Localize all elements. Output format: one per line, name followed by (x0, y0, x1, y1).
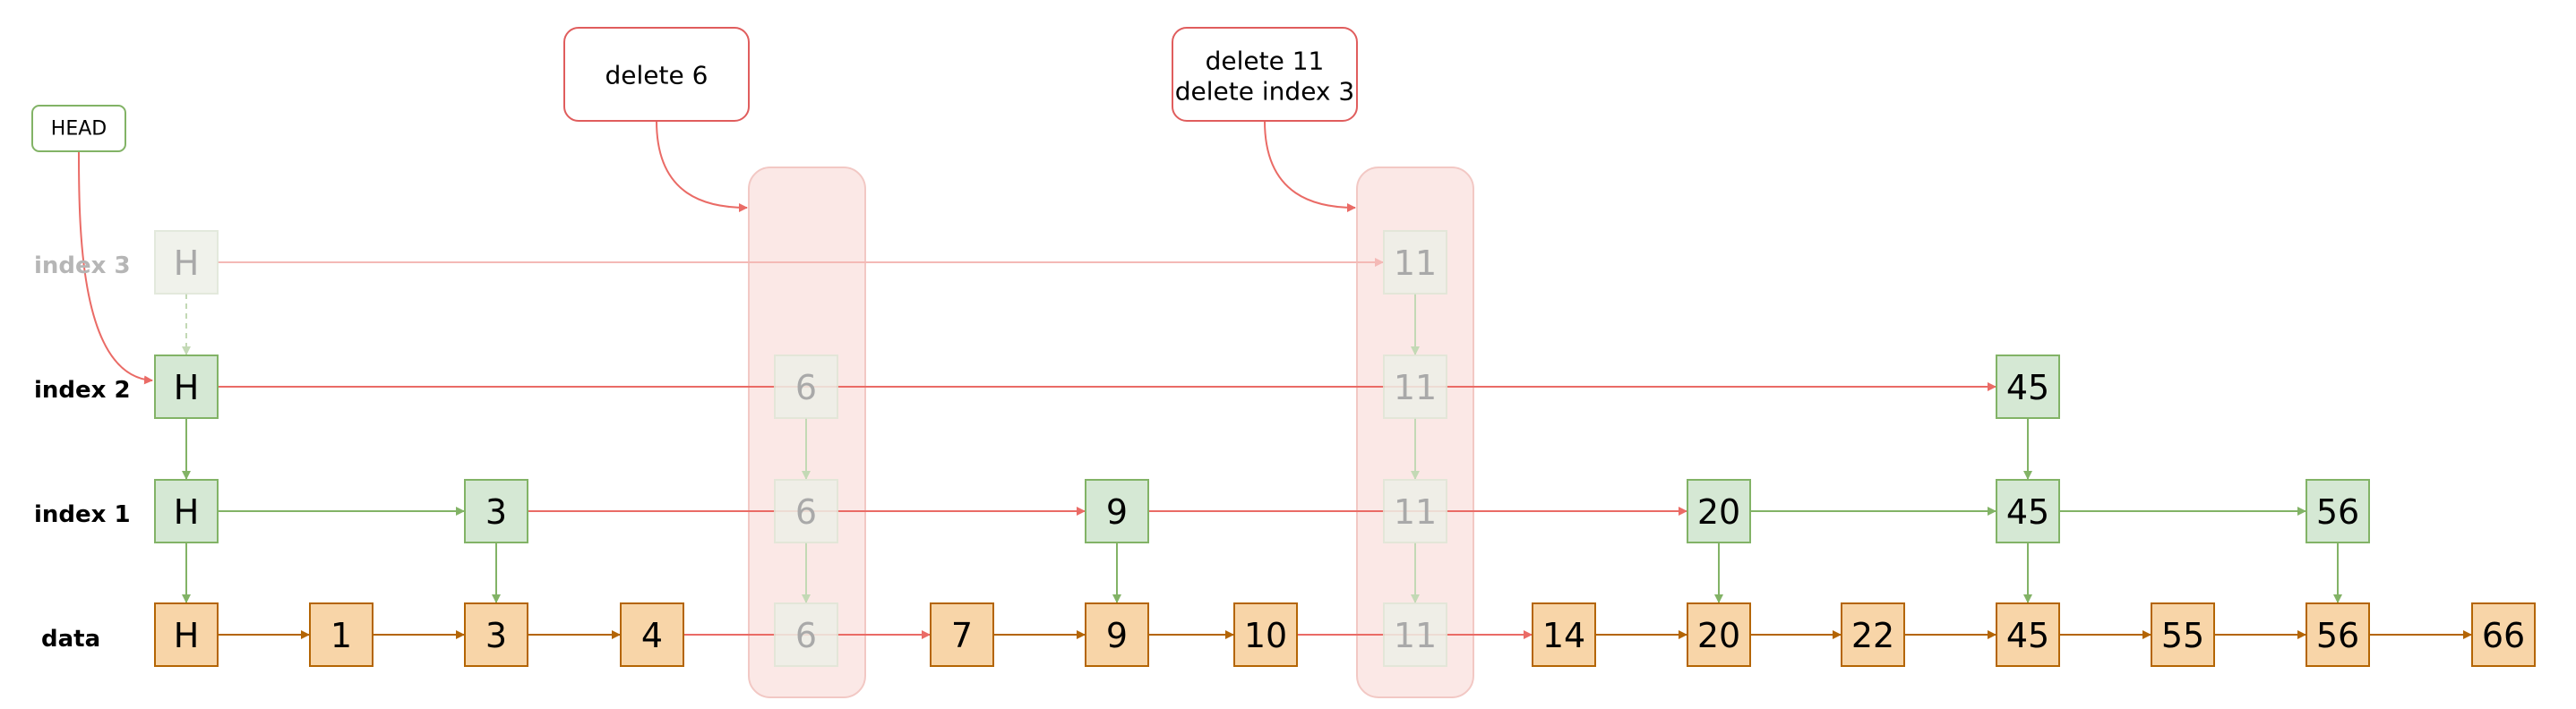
index1-node-11: 11 (1383, 479, 1447, 543)
data-node-6: 6 (774, 602, 838, 667)
callout-delete-6: delete 6 (563, 27, 750, 122)
index2-node-H: H (154, 354, 219, 419)
index1-node-9-value: 9 (1106, 492, 1128, 532)
data-node-22-value: 22 (1851, 616, 1894, 655)
index1-node-6-value: 6 (795, 492, 817, 532)
data-node-56-value: 56 (2316, 616, 2359, 655)
index1-node-3: 3 (464, 479, 528, 543)
data-node-9: 9 (1085, 602, 1149, 667)
data-node-55: 55 (2151, 602, 2215, 667)
index1-node-6: 6 (774, 479, 838, 543)
data-node-4-value: 4 (641, 616, 663, 655)
row-label-index-2: index 2 (34, 377, 131, 404)
index2-node-6-value: 6 (795, 368, 817, 407)
callout-delete-11-line-2: delete index 3 (1175, 77, 1354, 107)
index2-node-11-value: 11 (1394, 368, 1437, 407)
data-node-10: 10 (1233, 602, 1298, 667)
edges (78, 120, 2472, 639)
index2-node-11: 11 (1383, 354, 1447, 419)
index2-node-45-value: 45 (2006, 368, 2049, 407)
index1-node-45: 45 (1996, 479, 2060, 543)
callout-delete-11-line-1: delete 11 (1206, 47, 1325, 76)
index3-node-11: 11 (1383, 230, 1447, 295)
data-node-6-value: 6 (795, 616, 817, 655)
index2-node-H-value: H (174, 368, 200, 407)
data-node-20-value: 20 (1697, 616, 1740, 655)
row-label-index-1: index 1 (34, 501, 131, 528)
data-node-22: 22 (1841, 602, 1905, 667)
edge-head-to-index2-H (78, 151, 153, 385)
index1-node-20-value: 20 (1697, 492, 1740, 532)
data-node-H: H (154, 602, 219, 667)
callout-delete-11: delete 11 delete index 3 (1172, 27, 1358, 122)
data-node-H-value: H (174, 616, 200, 655)
row-label-index-3: index 3 (34, 252, 131, 279)
callout-delete-6-line-1: delete 6 (605, 61, 708, 90)
data-node-3-value: 3 (485, 616, 507, 655)
index1-node-20: 20 (1687, 479, 1751, 543)
index3-node-11-value: 11 (1394, 243, 1437, 283)
index1-node-56: 56 (2306, 479, 2370, 543)
data-node-9-value: 9 (1106, 616, 1128, 655)
index2-node-45: 45 (1996, 354, 2060, 419)
data-node-45: 45 (1996, 602, 2060, 667)
index1-node-45-value: 45 (2006, 492, 2049, 532)
head-marker: HEAD (31, 105, 126, 152)
index2-node-6: 6 (774, 354, 838, 419)
data-node-66-value: 66 (2482, 616, 2525, 655)
data-node-1: 1 (309, 602, 374, 667)
data-node-3: 3 (464, 602, 528, 667)
row-label-data: data (41, 626, 100, 653)
edge-callout-11-to-band (1264, 120, 1356, 212)
data-node-14-value: 14 (1542, 616, 1585, 655)
index1-node-H-value: H (174, 492, 200, 532)
data-node-11: 11 (1383, 602, 1447, 667)
data-node-20: 20 (1687, 602, 1751, 667)
index1-node-11-value: 11 (1394, 492, 1437, 532)
index3-node-H: H (154, 230, 219, 295)
index1-node-56-value: 56 (2316, 492, 2359, 532)
data-node-1-value: 1 (331, 616, 352, 655)
data-node-7: 7 (930, 602, 994, 667)
index1-node-9: 9 (1085, 479, 1149, 543)
data-node-45-value: 45 (2006, 616, 2049, 655)
data-node-7-value: 7 (951, 616, 973, 655)
row-labels: index 3 index 2 index 1 data (34, 252, 131, 653)
data-node-11-value: 11 (1394, 616, 1437, 655)
index1-node-H: H (154, 479, 219, 543)
index1-node-3-value: 3 (485, 492, 507, 532)
data-node-66: 66 (2471, 602, 2536, 667)
data-node-10-value: 10 (1244, 616, 1287, 655)
data-node-4: 4 (620, 602, 684, 667)
data-node-55-value: 55 (2161, 616, 2204, 655)
head-label: HEAD (51, 118, 107, 141)
data-node-56: 56 (2306, 602, 2370, 667)
index3-node-H-value: H (174, 243, 200, 283)
edge-callout-6-to-band (656, 120, 748, 212)
data-node-14: 14 (1532, 602, 1596, 667)
